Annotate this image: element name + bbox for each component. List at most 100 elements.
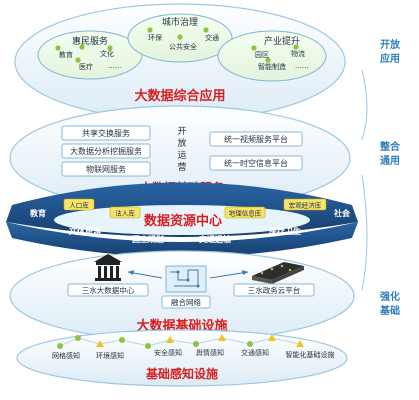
service-label: 大数据分析挖掘服务 [70, 146, 142, 156]
sensing-item: 环境感知 [96, 351, 124, 360]
infra-node-box [161, 295, 211, 309]
connection-arrow [209, 271, 249, 279]
library-tag [109, 206, 141, 219]
data-center-building-icon [94, 254, 122, 281]
app-group-bubble [37, 30, 143, 80]
arrow-head [242, 270, 248, 275]
ring-word: 文体旅游 [69, 226, 101, 236]
node-dot [251, 45, 257, 51]
service-label: 统一时空信息平台 [224, 158, 288, 168]
side-label-application-1: 开放 [380, 38, 401, 51]
library-label: 地理信息库 [229, 209, 262, 218]
ring-word: 交通运输 [199, 234, 232, 244]
infra-node-label: 三水政务云平台 [248, 285, 301, 295]
side-label-integration-2: 通用 [380, 155, 400, 167]
cloud-server-icon [252, 262, 304, 284]
app-item: 文化 [100, 49, 114, 58]
node-dot [177, 34, 183, 40]
node-dot [75, 57, 81, 63]
sensor-triangle [268, 334, 276, 341]
app-item: 环保 [148, 33, 162, 42]
arrow-head [128, 270, 134, 275]
infrastructure-layer: 三水大数据中心 融合网络 三水政务云平台 大数据基础设施 [9, 250, 355, 342]
node-dot [293, 44, 299, 50]
sensor-dot [193, 341, 199, 347]
open-operation-char: 开 [177, 126, 186, 137]
side-connector [361, 69, 368, 141]
sensing-banner: 基础感知设施 [145, 366, 218, 381]
application-layer: 惠民服务 教育 文化 医疗 …… 城市治理 环保 交通 公共安全 产业提升 [14, 3, 346, 121]
ring-word: 经济 [20, 184, 37, 194]
service-label: 共享交换服务 [82, 128, 130, 138]
open-operation-char: 放 [177, 137, 186, 149]
sensing-item: 网格感知 [52, 351, 80, 360]
application-banner: 大数据综合应用 [134, 88, 225, 104]
service-box [61, 125, 151, 141]
sensor-dot [119, 337, 125, 343]
side-label-integration-1: 整合 [379, 140, 401, 153]
service-box [61, 161, 151, 177]
sensing-item: 交通感知 [241, 348, 269, 357]
sensor-triangle [218, 334, 226, 341]
sensing-item: 舆情感知 [196, 348, 224, 357]
sensor-dot [247, 341, 253, 347]
resource-center-title: 数据资源中心 [144, 213, 222, 229]
sensor-dot [145, 343, 151, 349]
library-label: 宏观经济库 [289, 201, 322, 210]
app-item: …… [108, 62, 122, 70]
app-group-title: 城市治理 [162, 16, 198, 28]
app-group-bubble [217, 30, 327, 82]
infra-node-box [233, 283, 315, 297]
connection-arrow [127, 271, 163, 279]
app-item: …… [295, 62, 309, 70]
sensor-dot [57, 343, 63, 349]
side-label-infra-2: 基础 [379, 304, 400, 317]
sensor-triangle [296, 340, 304, 347]
app-group-chengshi: 城市治理 环保 交通 公共安全 [127, 13, 233, 63]
side-label-infra-1: 强化 [380, 290, 400, 303]
network-icon [165, 265, 207, 293]
app-item: 公共安全 [169, 42, 197, 51]
ring-word: 国土规划 [132, 234, 164, 244]
ring-word: 社会 [333, 208, 350, 218]
sensor-triangle [166, 336, 174, 343]
sensing-item: 智能化基础设施 [286, 350, 335, 359]
sensing-item: 安全感知 [154, 348, 182, 357]
open-operation-char: 运 [177, 150, 186, 161]
infra-node-label: 三水大数据中心 [82, 285, 135, 295]
library-tag [283, 198, 327, 211]
app-group-title: 产业提升 [264, 35, 300, 47]
app-item: 智能制造 [258, 62, 286, 71]
sensing-layer: 网格感知 环境感知 安全感知 舆情感知 交通感知 智能化基础设施 基础感知设施 [16, 329, 348, 387]
ring-word: 环境 [332, 184, 348, 194]
app-item: 医疗 [79, 62, 93, 71]
ring-word: 教育 [29, 208, 46, 218]
node-dot [147, 27, 153, 33]
app-item: 教育 [59, 50, 73, 59]
node-dot [107, 45, 113, 51]
node-dot [79, 44, 85, 50]
app-group-title: 惠民服务 [72, 35, 108, 47]
library-tag [224, 206, 266, 219]
library-label: 法人库 [115, 209, 135, 218]
service-box [209, 155, 303, 171]
sensor-dot [75, 335, 81, 341]
node-dot [265, 57, 271, 63]
resource-ring-bottom-band [6, 222, 358, 257]
open-operation-char: 营 [177, 161, 186, 173]
library-tag [63, 198, 95, 211]
app-item: 交通 [205, 33, 219, 42]
service-label: 统一视频服务平台 [224, 134, 288, 144]
service-label: 物联网服务 [86, 164, 126, 174]
library-label: 人口库 [69, 201, 89, 210]
node-dot [55, 45, 61, 51]
service-box [209, 131, 303, 147]
ring-word: 医疗卫生 [269, 226, 301, 236]
sensor-triangle [96, 340, 104, 347]
node-dot [203, 27, 209, 33]
infra-node-label: 融合网络 [171, 297, 201, 307]
side-label-application-2: 应用 [380, 52, 400, 65]
data-resource-center: 数据资源中心 经济 教育 文体旅游 国土规划 交通运输 医疗卫生 社会 环境 人… [6, 182, 358, 257]
side-connector [361, 174, 368, 291]
